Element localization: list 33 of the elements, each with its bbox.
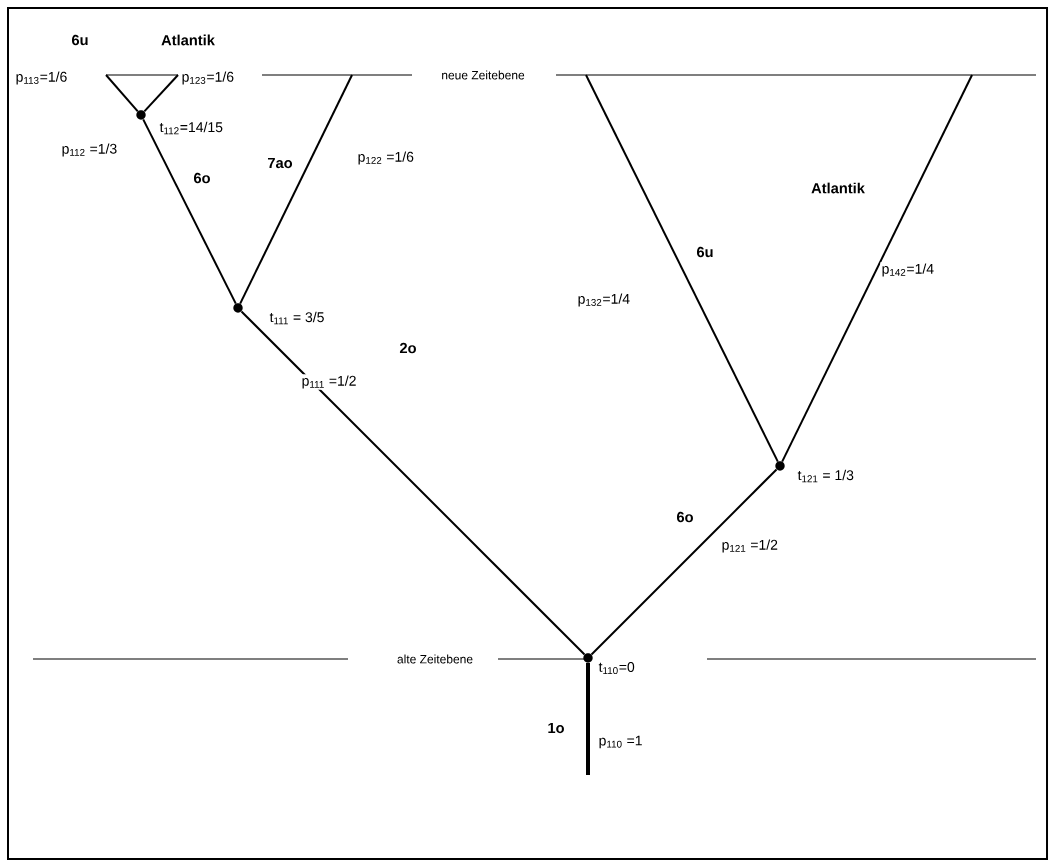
branch-line (105, 74, 139, 113)
branch-line (240, 310, 586, 656)
branch-line (143, 74, 179, 113)
time-label: t$_{121}$ = 1/3 (797, 469, 854, 483)
branch-line (590, 468, 778, 656)
probability-label: p$_{113}$=1/6 (14, 70, 69, 86)
branch-name: 6u (72, 34, 88, 46)
branch-line (586, 662, 590, 775)
branch-line (142, 118, 237, 305)
branch-name: 6u (697, 246, 713, 258)
level-label: alte Zeitebene (395, 653, 475, 665)
branch-line (585, 74, 779, 463)
branch-name: 7ao (268, 157, 293, 169)
probability-label: p$_{142}$=1/4 (880, 262, 936, 278)
branch-line (781, 74, 973, 463)
branch-name: 1o (548, 722, 564, 734)
probability-label: p$_{122}$ =1/6 (356, 150, 416, 166)
time-label: t$_{112}$=14/15 (159, 121, 223, 135)
time-label: t$_{110}$=0 (598, 662, 635, 675)
probability-label: p$_{112}$ =1/3 (60, 142, 119, 158)
branch-name: 6o (677, 511, 693, 523)
branch-name: 2o (399, 342, 416, 354)
branch-line (239, 74, 353, 305)
probability-label: p$_{111}$ =1/2 (300, 374, 358, 390)
branch-name: Atlantik (161, 34, 215, 46)
probability-label: p$_{110}$ =1 (597, 734, 644, 750)
time-label: t$_{111}$ = 3/5 (269, 311, 324, 325)
level-label: neue Zeitebene (439, 69, 527, 81)
branch-name: Atlantik (811, 182, 865, 194)
probability-label: p$_{132}$=1/4 (576, 292, 632, 308)
branch-name: 6o (194, 172, 210, 184)
probability-label: p$_{121}$ =1/2 (720, 538, 780, 554)
probability-label: p$_{123}$=1/6 (180, 70, 236, 86)
